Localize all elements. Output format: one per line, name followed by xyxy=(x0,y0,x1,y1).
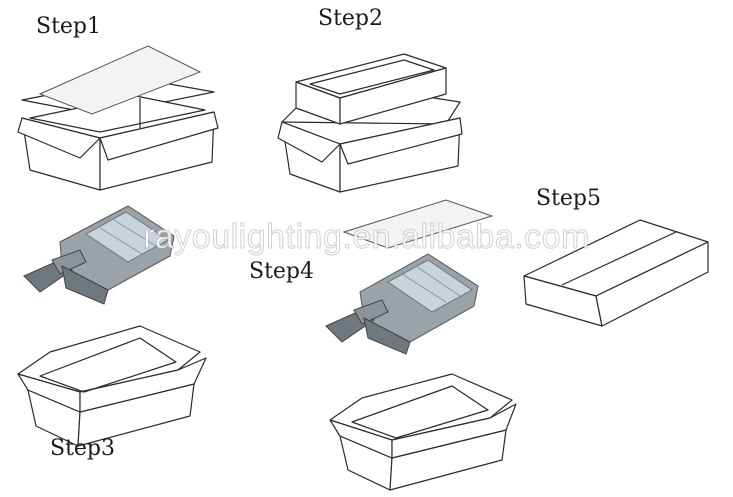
step5-closed-box xyxy=(523,219,709,327)
watermark: rayoulighting.en.alibaba.com xyxy=(143,218,590,257)
step4-open-box xyxy=(329,373,517,491)
step2-tray xyxy=(295,53,447,125)
step1-label: Step1 xyxy=(36,14,102,39)
step3-open-box xyxy=(17,325,207,447)
led-street-light-step4 xyxy=(325,253,479,355)
step2-label: Step2 xyxy=(318,6,384,31)
led-street-light-left xyxy=(23,205,175,305)
step4-label: Step4 xyxy=(249,259,315,284)
step1-cardboard-sheet xyxy=(38,45,202,115)
step4-cardboard-sheet xyxy=(342,199,494,249)
step3-label: Step3 xyxy=(50,436,116,461)
step5-label: Step5 xyxy=(536,186,602,211)
